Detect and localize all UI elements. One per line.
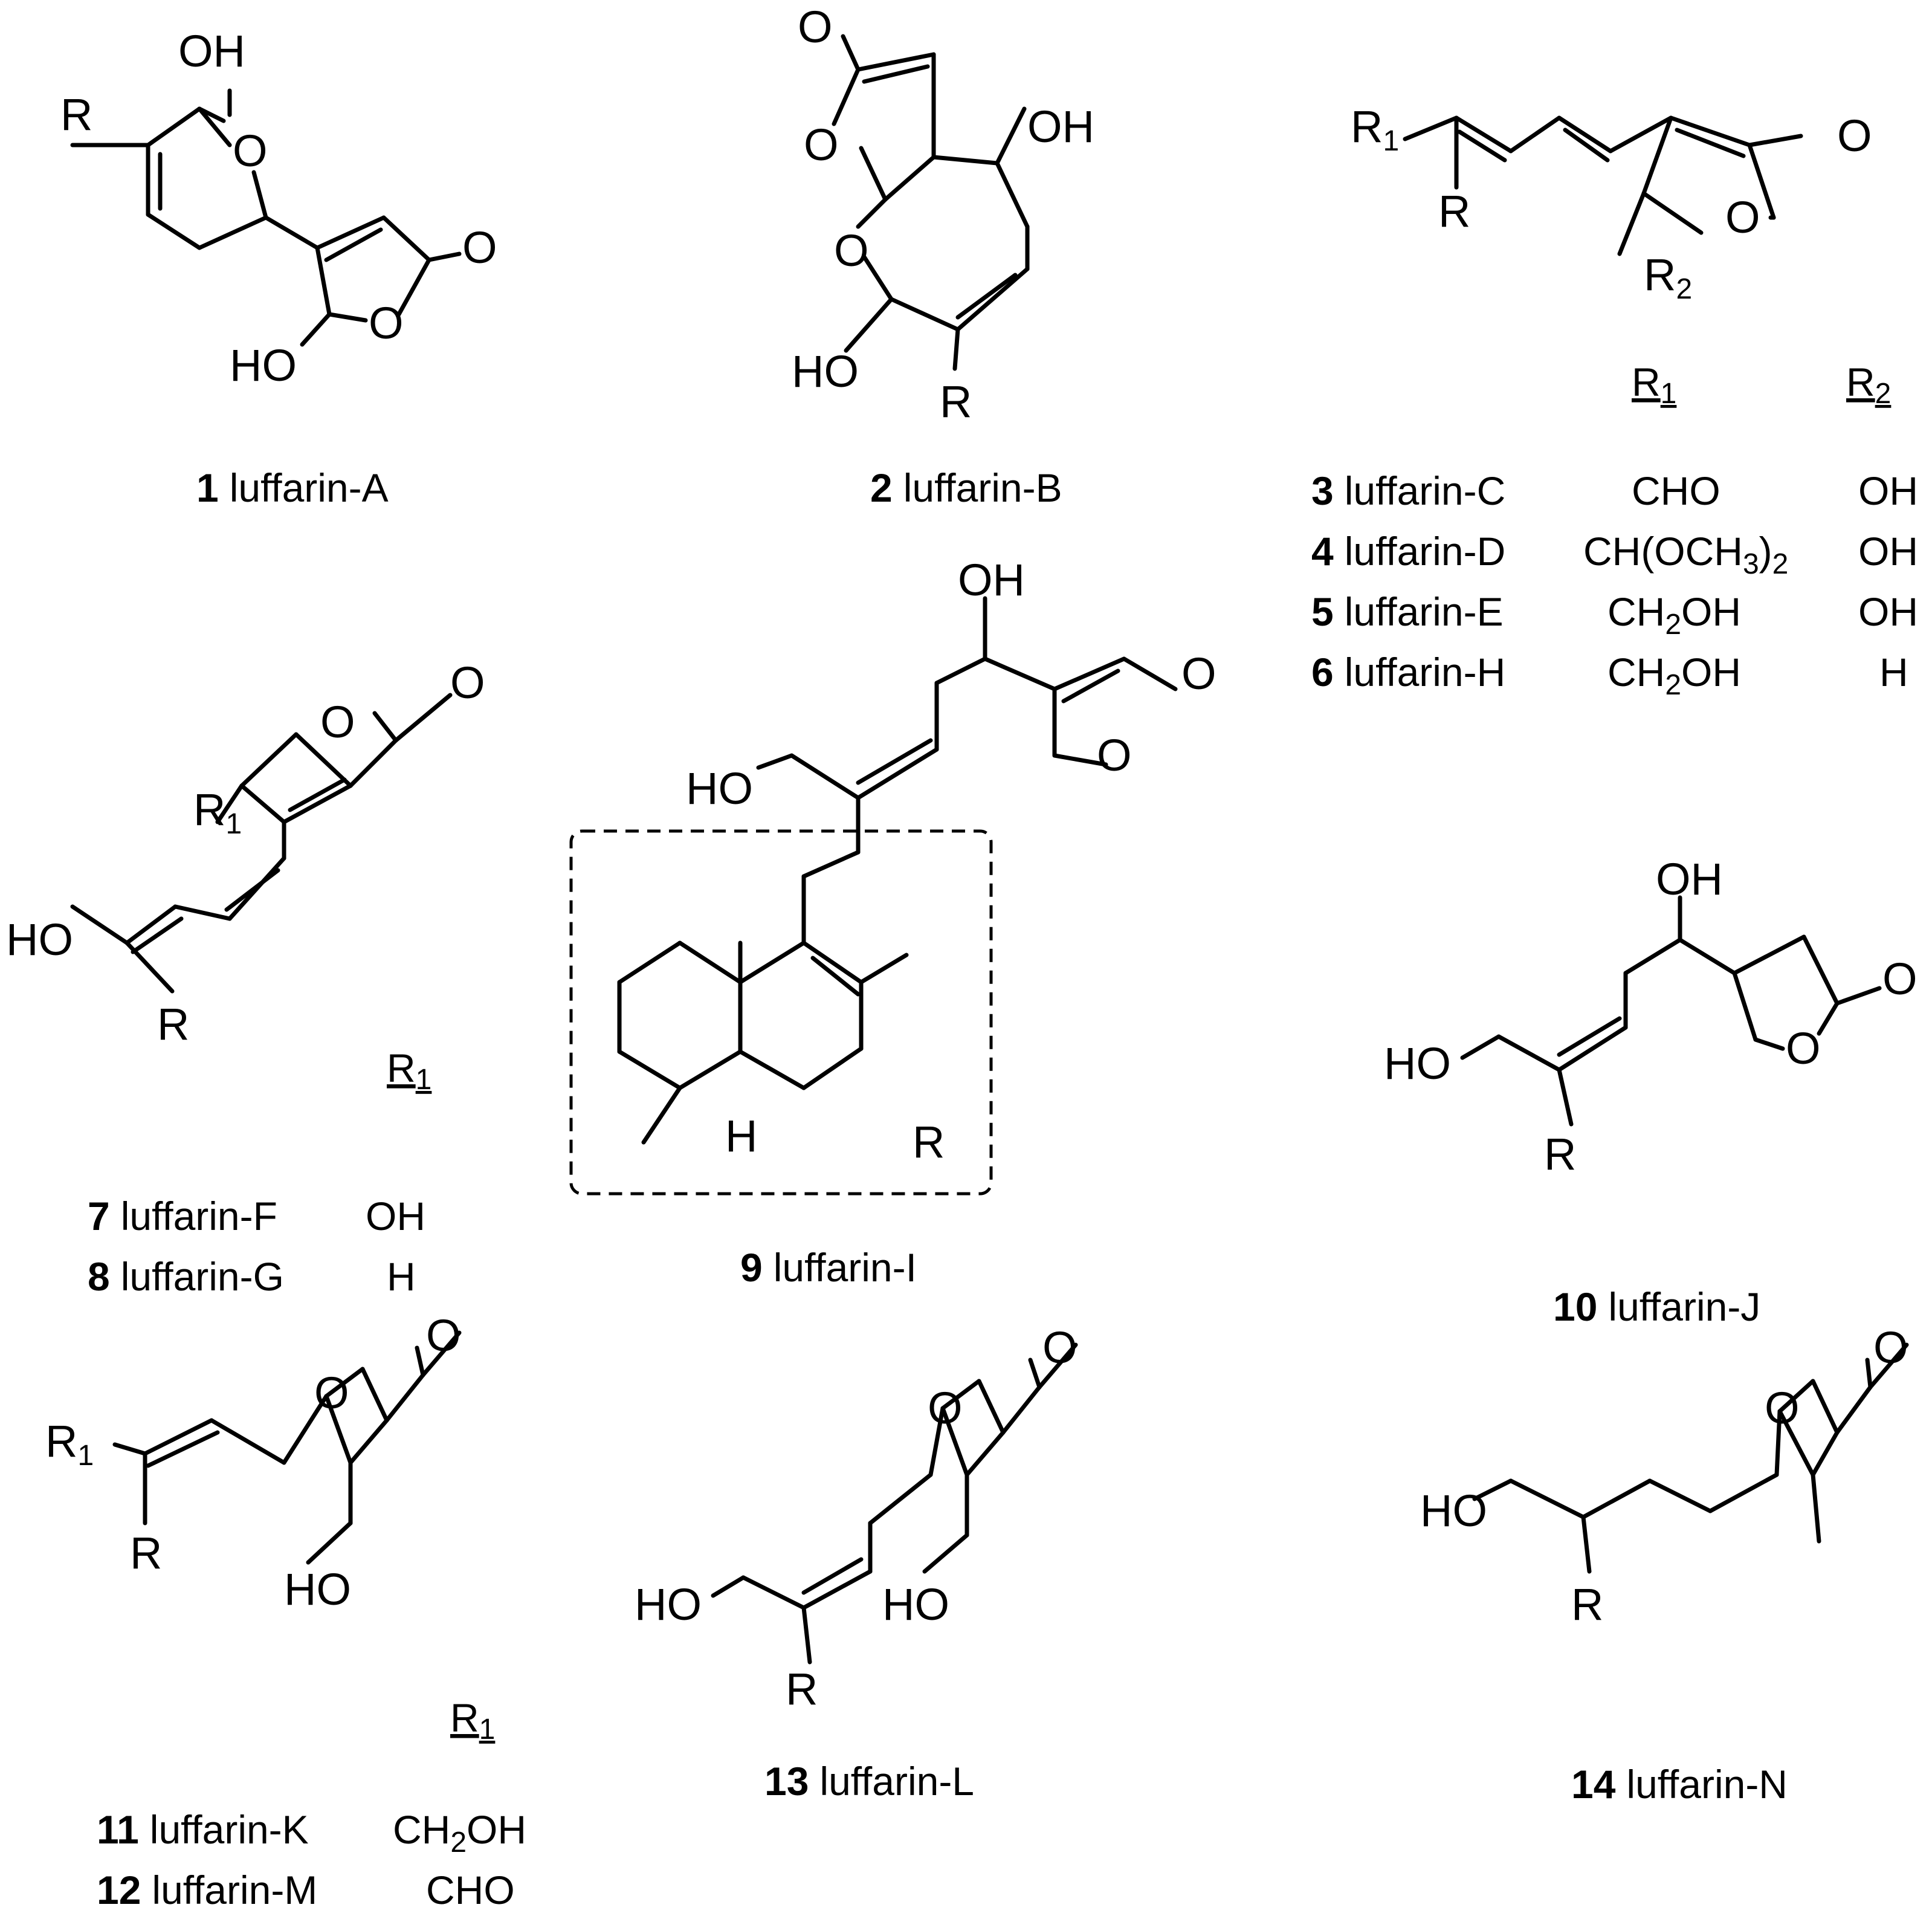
atom-ho: HO: [792, 346, 859, 396]
structure-9: [617, 596, 1178, 1145]
table-header-r1: R1: [1632, 360, 1676, 410]
r1-value-11: CH2OH: [393, 1807, 526, 1859]
atom-o: O: [798, 2, 833, 52]
atom-r: R: [157, 999, 189, 1049]
atom-r: R: [130, 1528, 162, 1578]
r1-value-8: H: [387, 1254, 416, 1299]
atom-ho: HO: [284, 1564, 351, 1614]
table-header-r1: R1: [387, 1046, 431, 1096]
r2-value-6: H: [1879, 650, 1908, 694]
table-header-r1: R1: [450, 1695, 495, 1746]
atom-o: O: [834, 225, 869, 276]
structure-14: [1472, 1342, 1909, 1574]
structure-11-12: [112, 1330, 462, 1565]
atom-o: O: [462, 222, 497, 273]
atom-o: O: [426, 1310, 461, 1361]
atom-r1: R1: [1351, 102, 1399, 157]
atom-o: O: [320, 697, 355, 747]
atom-r: R: [1571, 1579, 1603, 1629]
structure-10: [1460, 895, 1882, 1127]
r1-value-7: OH: [366, 1194, 425, 1238]
atom-o: O: [804, 120, 839, 170]
table-header-r2: R2: [1846, 360, 1891, 410]
atom-o: O: [1786, 1023, 1821, 1073]
atom-r1: R1: [45, 1416, 94, 1472]
atom-o: O: [450, 658, 485, 708]
atom-ho: HO: [635, 1579, 702, 1629]
r1-value-12: CHO: [426, 1868, 515, 1912]
atom-oh: OH: [1656, 854, 1723, 904]
structure-1: [70, 88, 462, 347]
r2-value-5: OH: [1858, 589, 1918, 634]
atom-o: O: [1097, 730, 1132, 780]
dashed-r-box: [569, 829, 993, 1196]
atom-o: O: [1725, 192, 1760, 242]
atom-r: R: [60, 89, 92, 140]
atom-oh: OH: [1027, 102, 1094, 152]
atom-oh: OH: [958, 555, 1025, 605]
atom-o: O: [233, 126, 268, 176]
atom-o: O: [1765, 1383, 1800, 1433]
r1-value-4: CH(OCH3)2: [1583, 529, 1788, 580]
atom-r: R: [786, 1664, 818, 1714]
atom-ho: HO: [230, 340, 297, 390]
atom-o: O: [1873, 1322, 1908, 1373]
atom-ho: HO: [6, 914, 73, 965]
atom-r2: R2: [1644, 250, 1692, 305]
structure-13: [711, 1342, 1078, 1665]
r1-value-3: CHO: [1632, 468, 1720, 513]
r1-value-5: CH2OH: [1607, 589, 1741, 641]
atom-r: R: [913, 1117, 945, 1167]
atom-r: R: [1544, 1129, 1576, 1179]
atom-ho: HO: [1420, 1486, 1487, 1536]
atom-ho: HO: [882, 1579, 949, 1629]
r2-value-4: OH: [1858, 529, 1918, 574]
atom-o: O: [928, 1383, 963, 1433]
structure-7-8: [70, 693, 453, 994]
atom-o: O: [314, 1368, 349, 1418]
atom-o: O: [369, 298, 404, 348]
structure-2: [832, 34, 1030, 371]
atom-oh: OH: [178, 26, 245, 76]
atom-o: O: [1837, 111, 1872, 161]
atom-r: R: [940, 377, 972, 427]
structure-3-6: [1403, 115, 1803, 256]
atom-ho: HO: [1384, 1038, 1451, 1089]
atom-h: H: [725, 1111, 757, 1161]
r2-value-3: OH: [1858, 468, 1918, 513]
atom-ho: HO: [686, 763, 753, 814]
atom-r: R: [1438, 186, 1470, 236]
atom-o: O: [1042, 1322, 1077, 1373]
atom-o: O: [1181, 649, 1216, 699]
atom-o: O: [1882, 954, 1917, 1004]
atom-r1: R1: [193, 785, 242, 840]
r1-value-6: CH2OH: [1607, 650, 1741, 701]
